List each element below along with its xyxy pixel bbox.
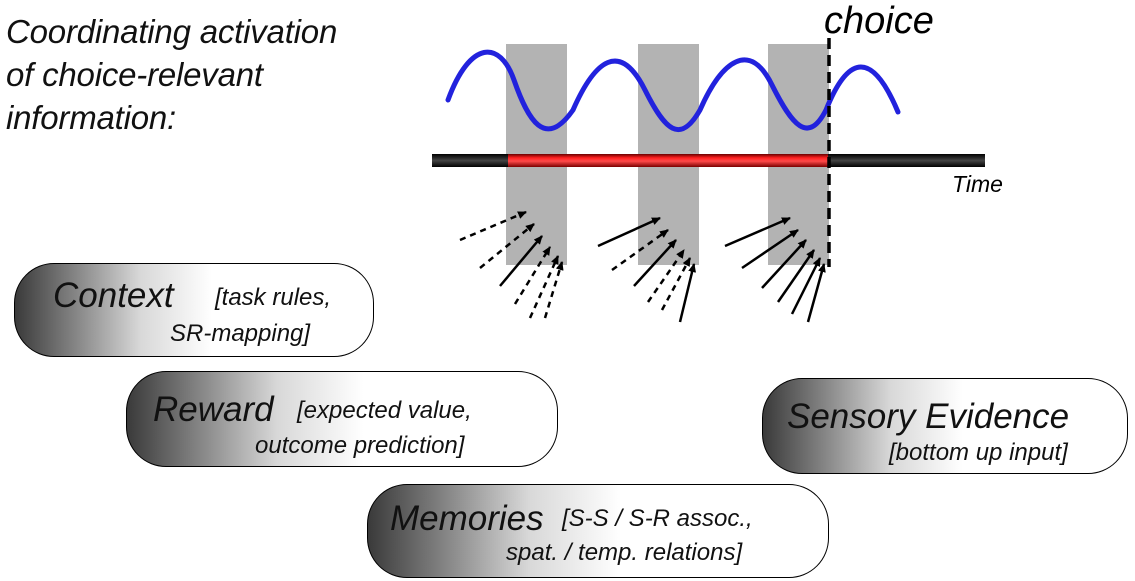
reward-title: Reward: [153, 390, 274, 429]
context-box: Context [task rules, SR-mapping]: [14, 263, 374, 357]
reward-box: Reward [expected value, outcome predicti…: [126, 371, 558, 467]
context-detail-2: SR-mapping]: [170, 320, 311, 347]
arrow: [660, 257, 692, 311]
memories-title: Memories: [390, 499, 544, 538]
arrow: [459, 210, 527, 242]
window-2-lower: [638, 167, 699, 265]
title-line-3: information:: [6, 99, 177, 136]
arrow: [499, 235, 543, 287]
arrow: [724, 216, 791, 248]
arrow: [611, 228, 669, 272]
oscillation-wave: [445, 49, 901, 133]
arrow: [806, 263, 826, 323]
time-label: Time: [952, 171, 1003, 197]
arrows-group-1: [459, 210, 564, 319]
diagram-title: Coordinating activation of choice-releva…: [6, 10, 426, 139]
arrows-group-2: [597, 216, 697, 323]
reward-detail-2: outcome prediction]: [255, 432, 465, 459]
window-1-upper: [506, 44, 567, 156]
arrow: [741, 228, 799, 270]
choice-label: choice: [824, 0, 934, 42]
arrow: [761, 239, 807, 289]
sensory-evidence-box: Sensory Evidence [bottom up input]: [762, 378, 1128, 474]
memories-detail-2: spat. / temp. relations]: [506, 539, 743, 566]
context-detail-1: [task rules,: [215, 284, 332, 311]
arrow: [543, 261, 564, 319]
arrows-group-3: [724, 216, 826, 323]
reward-detail-1: [expected value,: [297, 397, 472, 424]
title-line-2: of choice-relevant: [6, 56, 263, 93]
arrow: [479, 223, 535, 269]
arrow: [513, 246, 552, 305]
active-period-bar: [508, 154, 828, 167]
window-1-lower: [506, 167, 567, 265]
window-3-lower: [768, 167, 829, 265]
arrow: [776, 249, 816, 303]
sensory-title: Sensory Evidence: [787, 397, 1070, 436]
memories-detail-1: [S-S / S-R assoc.,: [562, 505, 753, 532]
context-title: Context: [53, 276, 174, 315]
sensory-detail-1: [bottom up input]: [889, 439, 1068, 466]
window-2-upper: [638, 44, 699, 156]
arrow: [633, 239, 677, 287]
arrow: [790, 257, 822, 315]
arrow: [528, 255, 560, 319]
attention-windows: [506, 44, 829, 265]
title-line-1: Coordinating activation: [6, 13, 338, 50]
memories-box: Memories [S-S / S-R assoc., spat. / temp…: [367, 484, 829, 578]
arrow: [597, 216, 661, 248]
arrow: [678, 263, 697, 323]
